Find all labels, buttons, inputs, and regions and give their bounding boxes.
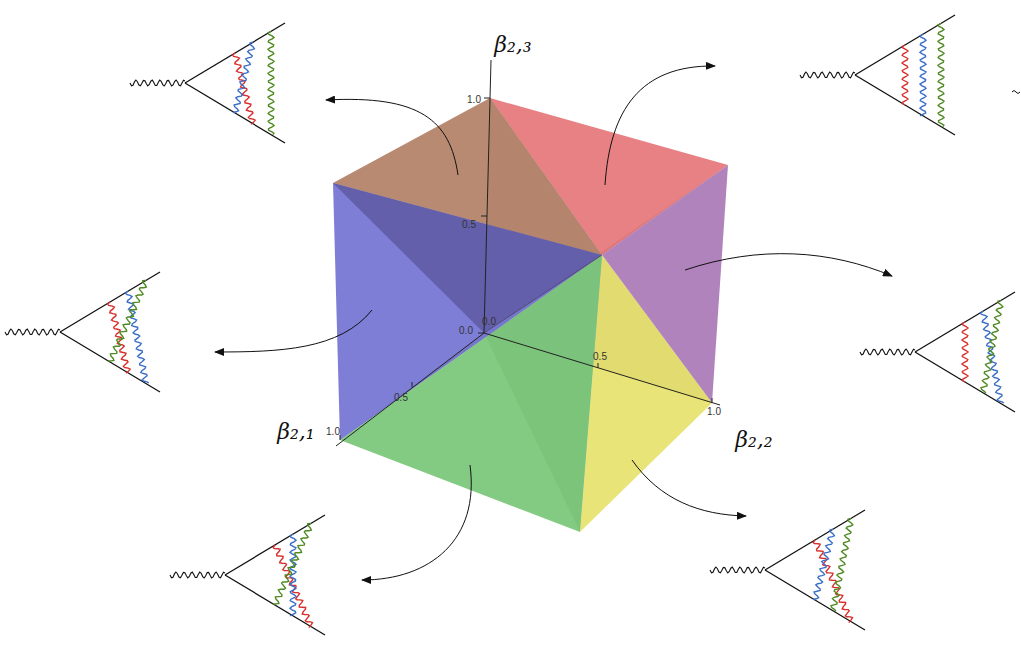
yellow-region (580, 255, 712, 532)
tick-label: 0.5 (593, 352, 607, 362)
cube (333, 60, 728, 532)
axis-label: β₂,₃ (494, 34, 531, 56)
tick-label: 1.0 (467, 95, 481, 105)
tick-label: 1.0 (326, 427, 340, 437)
tick-label: 0.5 (462, 220, 476, 230)
leader-arrows (215, 66, 892, 580)
tick-label: 1.0 (707, 407, 721, 417)
axes (336, 60, 720, 446)
feynman-diagrams (5, 15, 1015, 635)
tick-label: 0.0 (482, 317, 496, 327)
tick-label: 0.0 (459, 326, 473, 336)
axis-label: β₂,₁ (277, 421, 314, 443)
tick-label: 0.5 (394, 393, 408, 403)
axis-label: β₂,₂ (735, 429, 772, 451)
